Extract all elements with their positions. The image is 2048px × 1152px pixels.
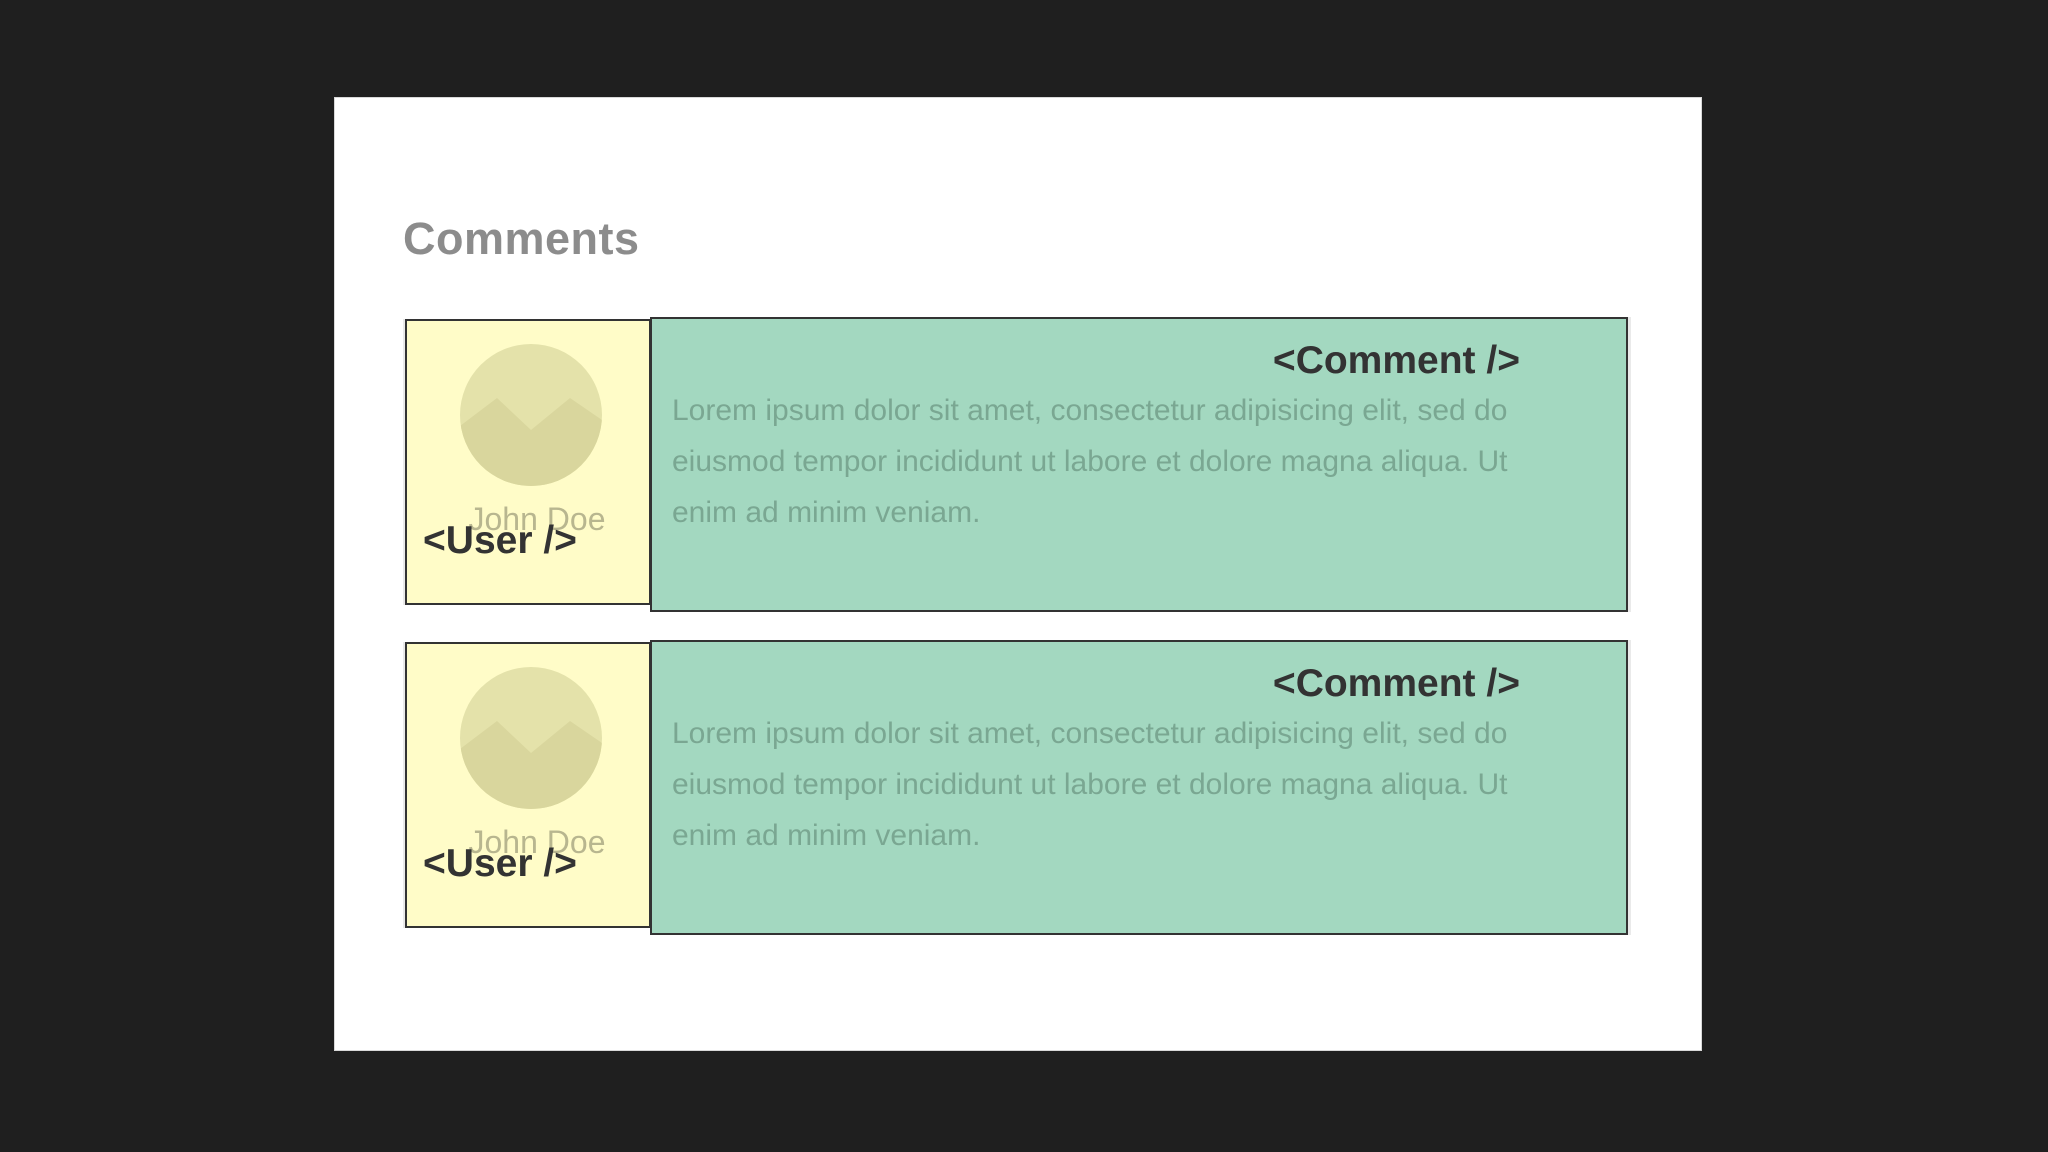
avatar-placeholder-icon xyxy=(460,667,602,809)
slide: Comments John Doe <User /> <Comment /> L… xyxy=(335,98,1701,1050)
user-component-label: <User /> xyxy=(423,842,577,885)
comment-text: Lorem ipsum dolor sit amet, consectetur … xyxy=(672,717,1508,852)
user-name: John Doe xyxy=(468,501,606,537)
user-component-label: <User /> xyxy=(423,519,577,562)
avatar-placeholder-icon xyxy=(460,344,602,486)
comment-component-box: <Comment /> Lorem ipsum dolor sit amet, … xyxy=(650,640,1628,935)
user-component-box: John Doe <User /> xyxy=(405,319,651,605)
comment-text: Lorem ipsum dolor sit amet, consectetur … xyxy=(672,394,1508,529)
user-component-box: John Doe <User /> xyxy=(405,642,651,928)
comment-component-label: <Comment /> xyxy=(1272,339,1520,382)
comment-component-label: <Comment /> xyxy=(1272,662,1520,705)
comment-card: John Doe <User /> <Comment /> Lorem ipsu… xyxy=(405,317,1631,612)
user-name: John Doe xyxy=(468,824,606,860)
comment-component-box: <Comment /> Lorem ipsum dolor sit amet, … xyxy=(650,317,1628,612)
comment-card: John Doe <User /> <Comment /> Lorem ipsu… xyxy=(405,640,1631,935)
page-title: Comments xyxy=(403,213,640,264)
